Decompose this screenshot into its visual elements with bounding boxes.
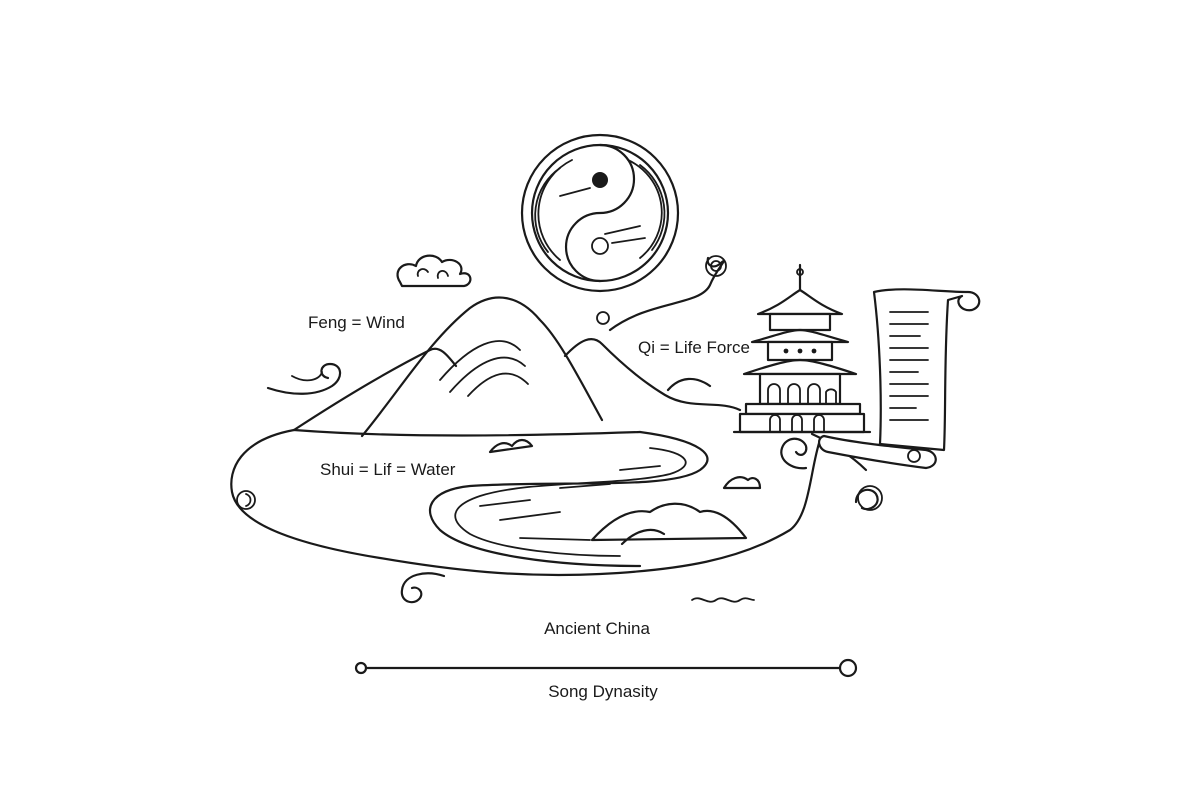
shui-label: Shui = Lif = Water xyxy=(320,460,456,479)
mountains xyxy=(292,296,742,438)
yin-yang-icon xyxy=(520,133,680,293)
qi-dot-icon xyxy=(596,311,610,325)
land-and-river xyxy=(230,428,822,577)
feng-label: Feng = Wind xyxy=(308,313,405,332)
cloud-icon xyxy=(396,254,472,288)
timeline-start-marker xyxy=(354,661,368,675)
qi-label: Qi = Life Force xyxy=(638,338,750,357)
timeline: Ancient China Song Dynasity xyxy=(354,619,858,701)
rocks xyxy=(488,438,762,546)
timeline-end-marker xyxy=(838,658,858,678)
era-label: Ancient China xyxy=(544,619,650,638)
qi-stream xyxy=(608,256,725,332)
qi-swirl-icon xyxy=(705,255,727,277)
scroll-icon xyxy=(818,288,981,470)
wind-swirl-icon xyxy=(266,362,342,395)
swirl-icons xyxy=(400,432,883,604)
pagoda-icon xyxy=(732,263,872,434)
dynasty-label: Song Dynasity xyxy=(548,682,658,701)
waves-icon xyxy=(691,597,755,603)
